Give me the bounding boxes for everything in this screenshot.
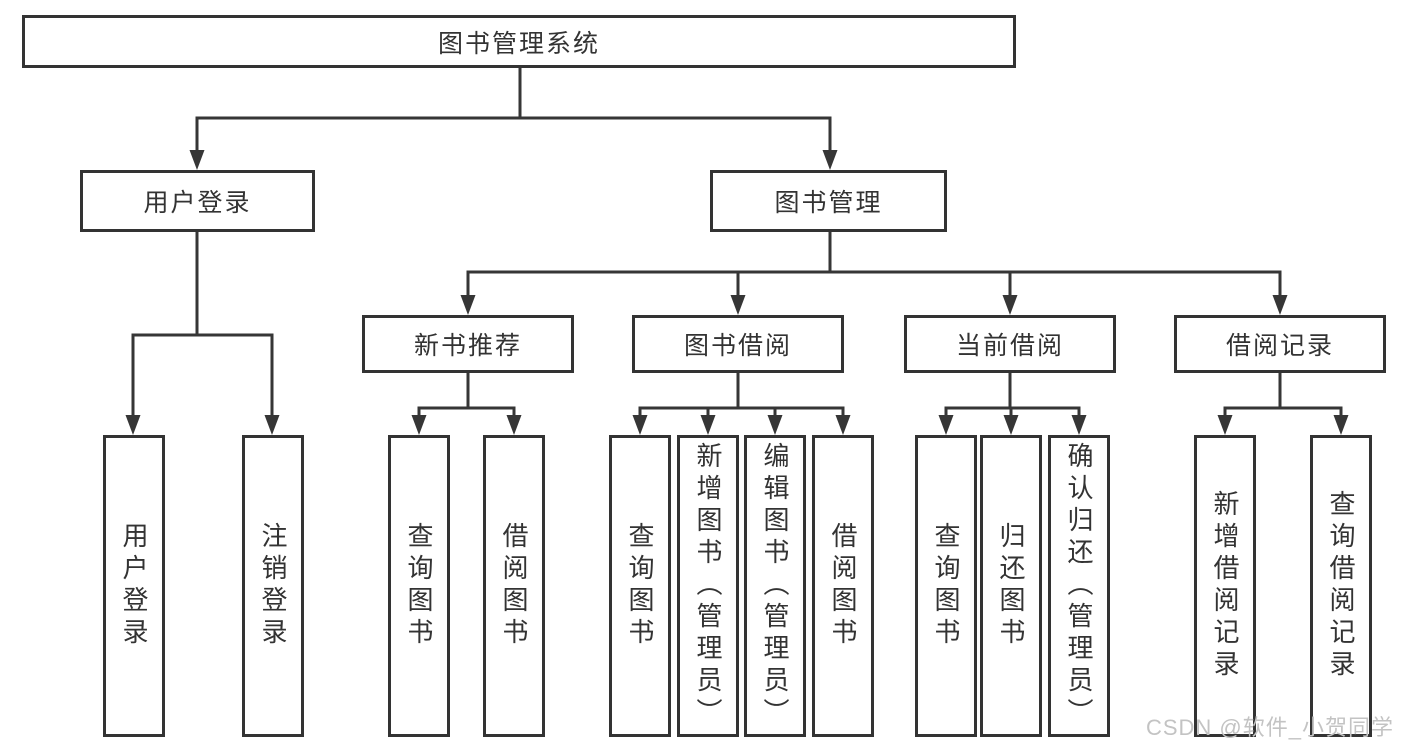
node-book-management: 图书管理	[710, 170, 947, 232]
arrow-down-icon	[1333, 415, 1349, 435]
leaf-add-borrow-record: 新增借阅记录	[1194, 435, 1256, 737]
connector-mgmt-to-level3	[460, 232, 1288, 315]
csdn-watermark: CSDN @软件_小贺同学	[1145, 715, 1394, 740]
node-user-login: 用户登录	[80, 170, 315, 232]
node-new-book-recommend: 新书推荐	[362, 315, 574, 373]
leaf-query-books-1: 查询图书	[388, 435, 450, 737]
arrow-down-icon	[460, 295, 476, 315]
leaf-query-books-2: 查询图书	[609, 435, 671, 737]
arrow-down-icon	[730, 295, 746, 315]
connector-records-subtree	[1217, 373, 1349, 435]
leaf-user-login: 用户登录	[103, 435, 165, 737]
arrow-down-icon	[1002, 295, 1018, 315]
arrow-down-icon	[822, 150, 838, 170]
arrow-down-icon	[1003, 415, 1019, 435]
leaf-edit-book-admin: 编辑图书（管理员）	[744, 435, 806, 737]
leaf-add-book-admin: 新增图书（管理员）	[677, 435, 739, 737]
arrow-down-icon	[411, 415, 427, 435]
arrow-down-icon	[1071, 415, 1087, 435]
node-current-borrow: 当前借阅	[904, 315, 1116, 373]
connector-newbook-subtree	[411, 373, 522, 435]
leaf-query-borrow-record: 查询借阅记录	[1310, 435, 1372, 737]
arrow-down-icon	[264, 415, 280, 435]
arrow-down-icon	[767, 415, 783, 435]
leaf-logout: 注销登录	[242, 435, 304, 737]
connector-bookborrow-subtree	[632, 373, 851, 435]
arrow-down-icon	[125, 415, 141, 435]
arrow-down-icon	[835, 415, 851, 435]
connector-current-subtree	[938, 373, 1087, 435]
leaf-query-books-3: 查询图书	[915, 435, 977, 737]
node-book-borrow: 图书借阅	[632, 315, 844, 373]
leaf-borrow-books-2: 借阅图书	[812, 435, 874, 737]
arrow-down-icon	[938, 415, 954, 435]
arrow-down-icon	[1272, 295, 1288, 315]
arrow-down-icon	[1217, 415, 1233, 435]
arrow-down-icon	[506, 415, 522, 435]
connector-login-subtree	[125, 232, 280, 435]
arrow-down-icon	[189, 150, 205, 170]
connector-root-to-level2	[189, 68, 838, 170]
leaf-return-book: 归还图书	[980, 435, 1042, 737]
leaf-borrow-books-1: 借阅图书	[483, 435, 545, 737]
node-system-root: 图书管理系统	[22, 15, 1016, 68]
arrow-down-icon	[632, 415, 648, 435]
node-borrow-records: 借阅记录	[1174, 315, 1386, 373]
arrow-down-icon	[700, 415, 716, 435]
leaf-confirm-return-admin: 确认归还（管理员）	[1048, 435, 1110, 737]
